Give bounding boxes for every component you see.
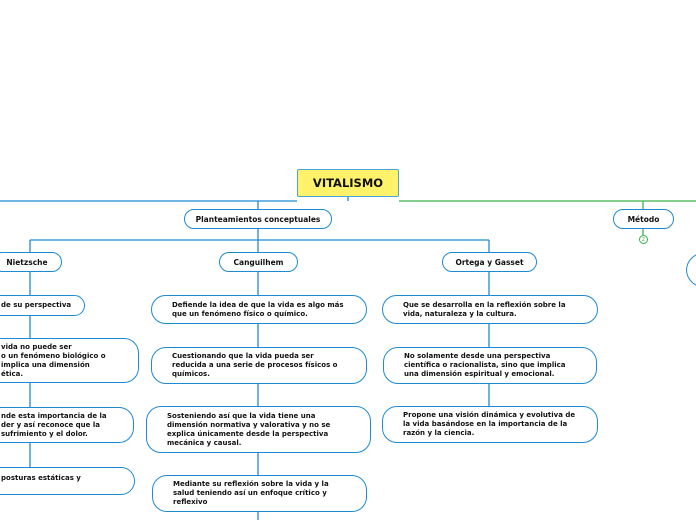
nietzsche-item[interactable]: de su perspectiva bbox=[0, 295, 85, 316]
nietzsche-item[interactable]: posturas estáticas y bbox=[0, 467, 135, 495]
ortega-item-text: Propone una visión dinámica y evolutiva … bbox=[403, 411, 576, 437]
branch-metodo[interactable]: Método bbox=[613, 209, 674, 229]
ortega-item[interactable]: No solamente desde una perspectiva cient… bbox=[383, 347, 597, 384]
canguilhem-item[interactable]: Cuestionando que la vida pueda ser reduc… bbox=[151, 347, 367, 384]
nietzsche-item-text: vida no puede ser o un fenómeno biológic… bbox=[1, 342, 106, 378]
canguilhem-item-text: Defiende la idea de que la vida es algo … bbox=[172, 300, 344, 318]
nietzsche-item-text: posturas estáticas y bbox=[1, 474, 81, 482]
nietzsche-item-text: nde esta importancia de la der y así rec… bbox=[1, 411, 107, 438]
ortega-item[interactable]: Propone una visión dinámica y evolutiva … bbox=[382, 406, 598, 443]
author-ortega[interactable]: Ortega y Gasset bbox=[442, 252, 537, 272]
canguilhem-item[interactable]: Sosteniendo así que la vida tiene una di… bbox=[146, 406, 371, 453]
nietzsche-item[interactable]: vida no puede ser o un fenómeno biológic… bbox=[0, 338, 139, 383]
collapse-toggle-metodo[interactable]: 2 bbox=[639, 235, 648, 244]
canguilhem-item-text: Cuestionando que la vida pueda ser reduc… bbox=[172, 352, 338, 378]
nietzsche-item[interactable]: nde esta importancia de la der y así rec… bbox=[0, 407, 134, 443]
root-topic-vitalismo[interactable]: VITALISMO bbox=[297, 169, 399, 197]
ortega-item-text: No solamente desde una perspectiva cient… bbox=[404, 352, 566, 378]
nietzsche-item-text: de su perspectiva bbox=[1, 301, 72, 309]
canguilhem-item[interactable]: Defiende la idea de que la vida es algo … bbox=[151, 295, 367, 324]
author-canguilhem[interactable]: Canguilhem bbox=[219, 252, 298, 272]
ortega-item[interactable]: Que se desarrolla en la reflexión sobre … bbox=[382, 295, 598, 324]
author-nietzsche[interactable]: Nietzsche bbox=[0, 252, 62, 272]
branch-planteamientos[interactable]: Planteamientos conceptuales bbox=[184, 209, 332, 229]
ortega-item-text: Que se desarrolla en la reflexión sobre … bbox=[403, 300, 566, 318]
canguilhem-item[interactable]: Mediante su reflexión sobre la vida y la… bbox=[152, 475, 367, 512]
canguilhem-item-text: Sosteniendo así que la vida tiene una di… bbox=[167, 411, 331, 447]
canguilhem-item-text: Mediante su reflexión sobre la vida y la… bbox=[173, 480, 329, 506]
